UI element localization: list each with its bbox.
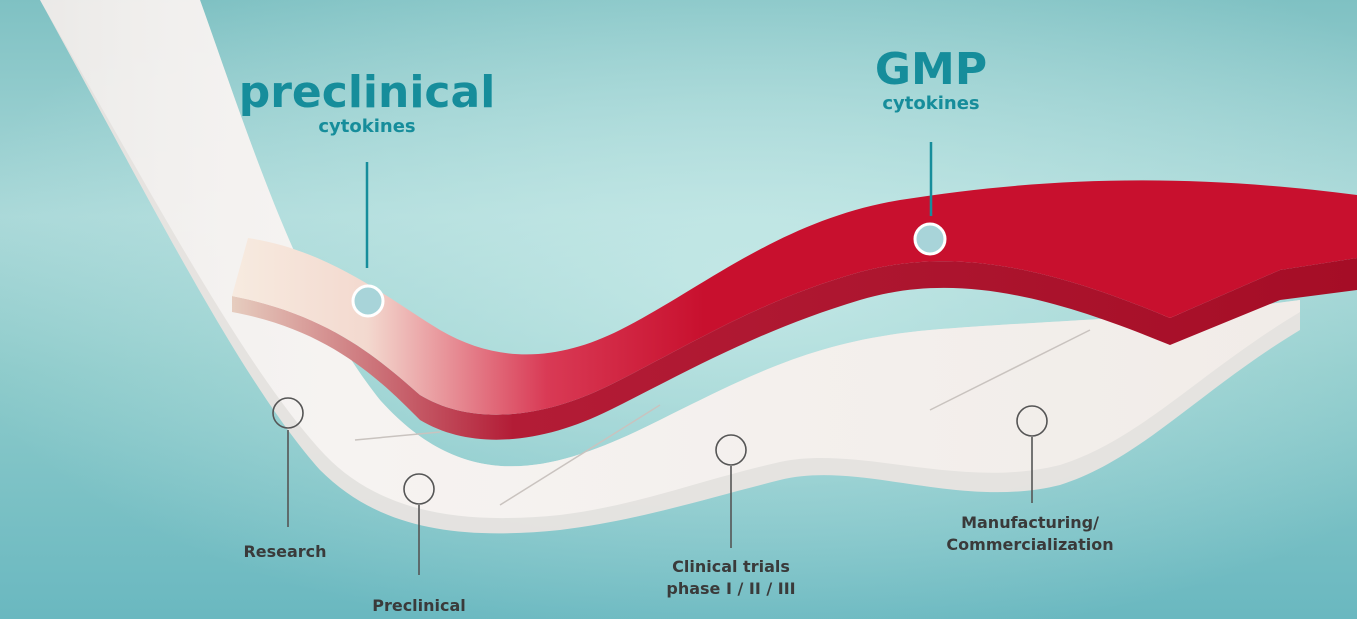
stage-label-manufacturing: Manufacturing/ Commercialization	[946, 512, 1113, 555]
preclinical-title: preclinical	[239, 70, 496, 116]
manufacturing-label-line2: Commercialization	[946, 534, 1113, 556]
gmp-cytokines-title: GMP cytokines	[875, 47, 987, 115]
clinical-label-line1: Clinical trials	[666, 556, 795, 578]
clinical-label-line2: phase I / II / III	[666, 578, 795, 600]
research-label: Research	[243, 541, 326, 563]
preclinical-label: Preclinical	[372, 595, 466, 617]
preclinical-subtitle: cytokines	[239, 116, 496, 138]
manufacturing-label-line1: Manufacturing/	[946, 512, 1113, 534]
gmp-title: GMP	[875, 47, 987, 93]
gmp-dot	[915, 224, 945, 254]
stage-label-clinical: Clinical trials phase I / II / III	[666, 556, 795, 599]
preclinical-cytokines-title: preclinical cytokines	[239, 70, 496, 138]
stage-label-research: Research	[243, 541, 326, 563]
preclinical-dot	[353, 286, 383, 316]
stage-label-preclinical: Preclinical	[372, 595, 466, 617]
gmp-subtitle: cytokines	[875, 93, 987, 115]
